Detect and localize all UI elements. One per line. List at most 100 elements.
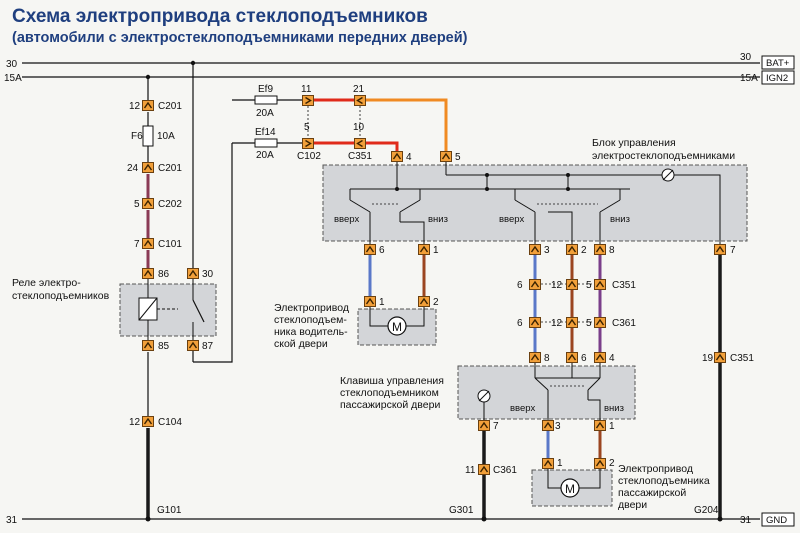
driver-motor-label-line4: ской двери	[274, 338, 328, 350]
c201-label-a: C201	[158, 101, 182, 112]
ps-up: вверх	[510, 403, 535, 414]
cu-pin3: 3	[544, 245, 550, 256]
c102-pin-bottom: 5	[304, 122, 310, 133]
relay-pin30: 30	[202, 269, 214, 280]
pm-label-line3: пассажирской	[618, 487, 686, 499]
ps-pin6-connector	[566, 352, 578, 363]
c361-pin12-connector	[566, 317, 578, 328]
driver-motor-m: M	[392, 320, 402, 334]
fuse-f6-symbol	[142, 125, 154, 147]
c351-pin12-connector	[566, 279, 578, 290]
g301-c361-connector	[478, 464, 490, 475]
cu-pin3-connector	[529, 244, 541, 255]
c351-mid-pin-a: 6	[517, 280, 523, 291]
passenger-motor-symbol	[560, 478, 580, 498]
cu-pin4: 4	[406, 152, 412, 163]
cu-sw1-up: вверх	[334, 214, 359, 225]
c361-mid-label: C361	[612, 318, 636, 329]
fuse-ef9-label: Ef9	[258, 84, 273, 95]
c202-pin: 5	[134, 199, 140, 210]
rail-15a: 15A 15A IGN2	[4, 70, 795, 85]
ps-pin4: 4	[609, 353, 615, 364]
g204-c351-pin: 19	[702, 353, 714, 364]
control-unit: Блок управления электростеклоподъемникам…	[322, 137, 748, 256]
ps-pin7-connector	[478, 420, 490, 431]
c351-pin5-connector	[594, 279, 606, 290]
cu-switch-driver: вверх вниз	[334, 189, 448, 244]
cu-switch-passenger: вверх вниз	[499, 189, 630, 244]
driver-motor-pin1: 1	[379, 297, 385, 308]
driver-motor-label-line1: Электропривод	[274, 302, 349, 314]
rail-15a-tag: IGN2	[766, 73, 788, 84]
c351-pin-top: 21	[353, 84, 365, 95]
driver-motor-symbol	[387, 316, 407, 336]
pm-pin2-connector	[594, 458, 606, 469]
fuse-f6-rating: 10A	[157, 131, 175, 142]
fuse-ef14-label: Ef14	[255, 127, 276, 138]
driver-motor-pin2: 2	[433, 297, 439, 308]
driver-motor-pin1-connector	[364, 296, 376, 307]
cu-pin5-connector	[440, 151, 452, 162]
rail-15a-left-label: 15A	[4, 73, 22, 84]
c201-pin-a: 12	[129, 101, 141, 112]
ps-pin1-connector	[594, 420, 606, 431]
control-unit-label-line1: Блок управления	[592, 137, 676, 149]
diagram-subtitle: (автомобили с электростеклоподъемниками …	[12, 30, 468, 46]
relay-contact	[192, 299, 205, 323]
ground-g301-branch: 11 C361 G301	[449, 431, 517, 522]
pm-label-line2: стеклоподъемника	[618, 475, 710, 487]
passenger-motor-m: M	[565, 482, 575, 496]
ps-label-line3: пассажирской двери	[340, 399, 440, 411]
pm-pin1: 1	[557, 458, 563, 469]
pm-label-line4: двери	[618, 499, 647, 511]
c201-connector-b	[142, 162, 154, 173]
c351-pin21-connector	[354, 95, 366, 106]
wire-red-feed	[366, 141, 399, 151]
cu-pin1-connector	[418, 244, 430, 255]
c102-pin5-connector	[302, 138, 314, 149]
ps-pin8-connector	[529, 352, 541, 363]
control-unit-label-line2: электростеклоподъемниками	[592, 150, 735, 162]
c201-connector-a	[142, 100, 154, 111]
c104-label: C104	[158, 417, 182, 428]
c202-connector	[142, 198, 154, 209]
cu-sw1-down: вниз	[428, 214, 448, 225]
cu-pin6: 6	[379, 245, 385, 256]
fuse-ef14-symbol	[254, 138, 278, 148]
cu-pin6-connector	[364, 244, 376, 255]
driver-motor-label-line2: стеклоподъем-	[274, 314, 347, 326]
cu-pin2-connector	[566, 244, 578, 255]
g301-c361-label: C361	[493, 465, 517, 476]
cu-pin7: 7	[730, 245, 736, 256]
relay-pin86: 86	[158, 269, 170, 280]
c102-pin-top: 11	[301, 84, 312, 95]
fuse-block: Ef9 20A Ef14 20A 11 5 C102 21 10 C351	[232, 84, 448, 162]
ground-g204-branch: 19 C351 G204	[694, 255, 754, 522]
left-chain: 12 C201 F6 10A 24 C201 5 C202 7 C101 12 …	[127, 74, 182, 522]
ps-pin6: 6	[581, 353, 587, 364]
rail-31-right-label: 31	[740, 515, 752, 526]
c361-pin5-connector	[594, 317, 606, 328]
c351-pin10-connector	[354, 138, 366, 149]
pm-pin1-connector	[542, 458, 554, 469]
ps-pin3-connector	[542, 420, 554, 431]
rail-30: 30 30 BAT+	[6, 52, 795, 70]
cu-sw2-up: вверх	[499, 214, 524, 225]
c351-mid-pin-c: 5	[586, 280, 592, 291]
intermediate-wiring: 6 12 5 C351 6 12 5 C361	[517, 255, 636, 352]
cu-pin5: 5	[455, 152, 461, 163]
wire-orange-feed	[366, 98, 448, 151]
relay-label-line2: стеклоподъемников	[12, 290, 110, 302]
c102-label: C102	[297, 151, 321, 162]
relay: 86 30 85 87 Реле электро- стеклоподъемни…	[12, 60, 233, 363]
passenger-switch: 8 6 4 Клавиша управления стеклоподъемник…	[340, 352, 636, 432]
rail-31: 31 31 GND	[6, 512, 795, 527]
relay-pin86-connector	[142, 268, 154, 279]
ps-label-line1: Клавиша управления	[340, 375, 444, 387]
driver-motor: 1 2 M Электропривод стеклоподъем- ника в…	[274, 255, 439, 350]
ps-pin4-connector	[594, 352, 606, 363]
c104-pin: 12	[129, 417, 141, 428]
ps-pin1: 1	[609, 421, 615, 432]
relay-pin87-connector	[187, 340, 199, 351]
